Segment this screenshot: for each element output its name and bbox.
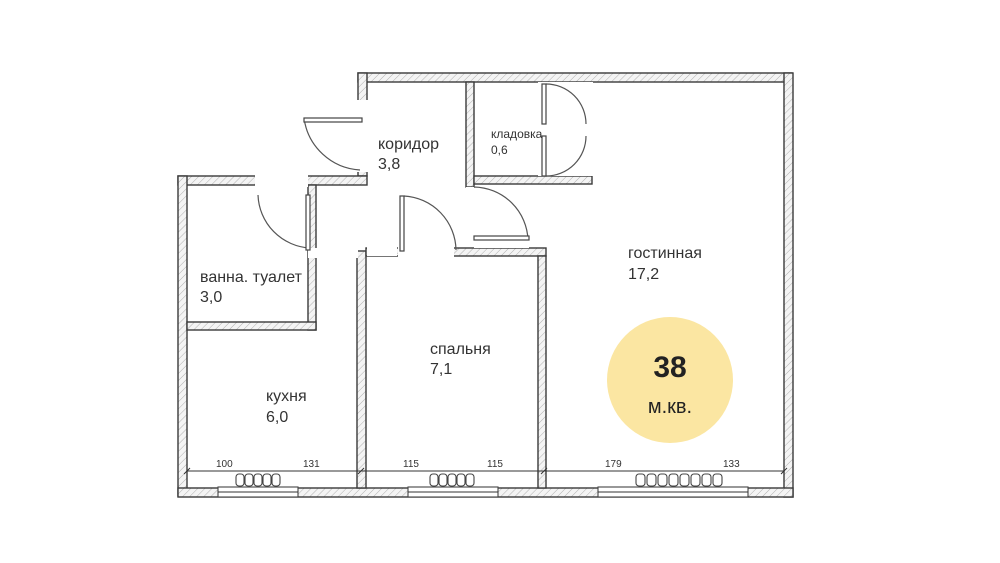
bath-name: ванна. туалет [200, 269, 303, 286]
dim-kitchen-left: 100 [216, 459, 233, 470]
kitchen-area: 6,0 [266, 409, 288, 426]
living-door [473, 186, 530, 241]
storage-area: 0,6 [491, 143, 508, 157]
bath-area: 3,0 [200, 289, 222, 306]
bedroom-area: 7,1 [430, 361, 452, 378]
dim-bedroom-left: 115 [403, 459, 419, 470]
bedroom-door [399, 195, 457, 252]
kitchen-radiator [235, 473, 281, 487]
dim-bedroom-right: 115 [487, 459, 503, 470]
total-area-unit: м.кв. [648, 396, 692, 418]
corridor-name: коридор [378, 136, 439, 153]
corridor-entry-door [303, 117, 363, 171]
badge-circle [607, 317, 733, 443]
corridor-area: 3,8 [378, 156, 400, 173]
bath-door [257, 194, 311, 251]
windows [217, 486, 749, 498]
living-name: гостинная [628, 245, 702, 262]
dim-living-right: 133 [723, 459, 740, 470]
bedroom-name: спальня [430, 341, 491, 358]
door-openings [255, 82, 593, 258]
storage-name: кладовка [491, 127, 543, 141]
dim-living-left: 179 [605, 459, 622, 470]
dim-kitchen-right: 131 [303, 459, 320, 470]
total-area-value: 38 [653, 351, 686, 384]
kitchen-name: кухня [266, 388, 307, 405]
living-area: 17,2 [628, 266, 659, 283]
storage-double-door [541, 83, 587, 177]
dimension-line [183, 467, 788, 475]
radiators [235, 473, 723, 487]
total-area-badge: 38 м.кв. [607, 317, 733, 443]
living-radiator [635, 473, 723, 487]
bedroom-radiator [429, 473, 475, 487]
